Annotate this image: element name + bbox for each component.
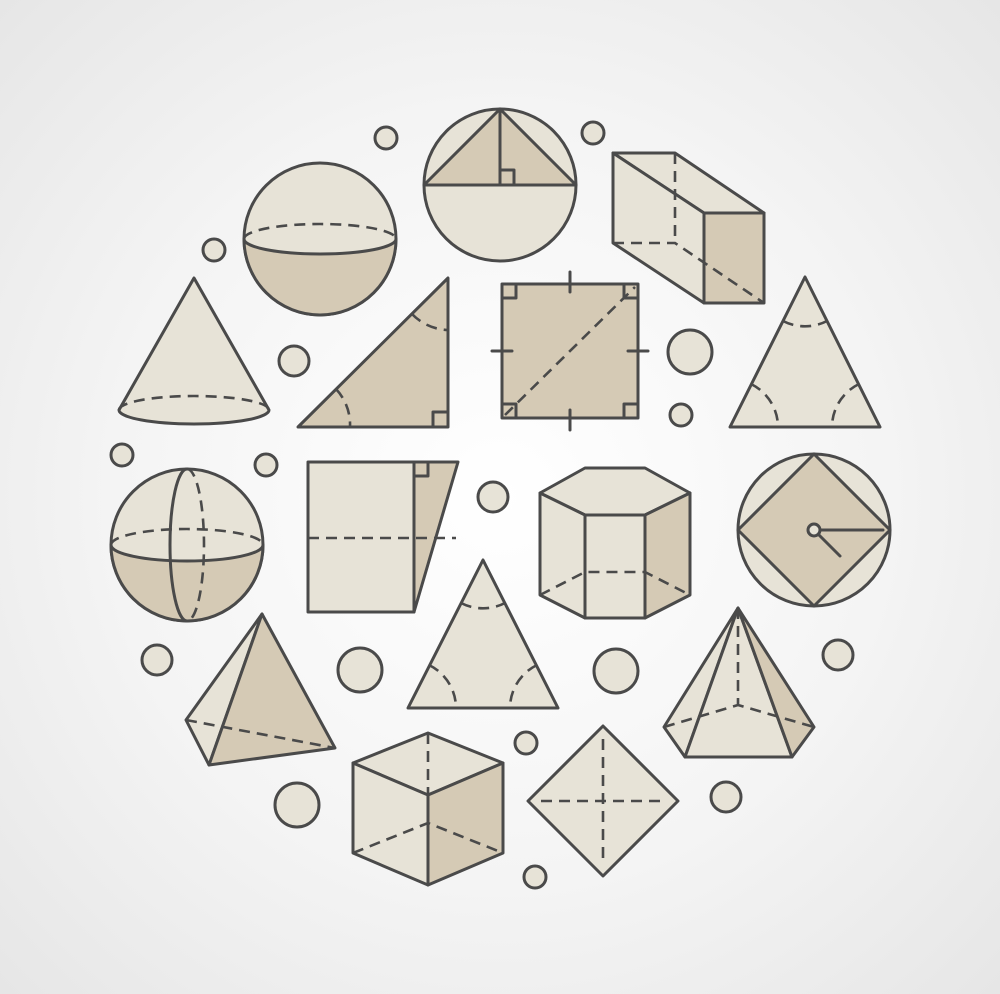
cone-icon	[117, 276, 271, 426]
bubbles	[109, 120, 855, 890]
bubble-icon	[668, 402, 694, 428]
sphere-icon	[242, 161, 398, 317]
bubble-icon	[373, 125, 399, 151]
bubble-icon	[580, 120, 606, 146]
rectangular-prism-icon	[611, 151, 766, 305]
bubble-icon	[709, 780, 743, 814]
bubble-icon	[592, 647, 640, 695]
bubble-icon	[522, 864, 548, 890]
globe-sphere-icon	[109, 467, 265, 623]
bubble-icon	[476, 480, 510, 514]
right-triangle-icon	[296, 276, 450, 429]
bubble-icon	[513, 730, 539, 756]
cube-icon	[351, 731, 505, 887]
bubble-icon	[273, 781, 321, 829]
inscribed-square-icon	[736, 452, 892, 608]
bubble-icon	[336, 646, 384, 694]
bubble-icon	[140, 643, 174, 677]
hexagonal-prism-icon	[538, 466, 692, 620]
bubble-icon	[253, 452, 279, 478]
octahedron-icon	[526, 724, 680, 878]
bubble-icon	[201, 237, 227, 263]
bubble-icon	[277, 344, 311, 378]
triangle-angles-icon	[728, 275, 882, 429]
bubble-icon	[109, 442, 135, 468]
rectangle-fold-icon	[306, 460, 460, 614]
tetrahedron-icon	[184, 612, 337, 767]
equilateral-triangle-icon	[406, 558, 560, 710]
semicircle-triangle-icon	[422, 107, 578, 263]
bubble-icon	[666, 328, 714, 376]
pentagonal-pyramid-icon	[662, 606, 816, 759]
bubble-icon	[821, 638, 855, 672]
square-diagonal-icon	[490, 270, 650, 432]
